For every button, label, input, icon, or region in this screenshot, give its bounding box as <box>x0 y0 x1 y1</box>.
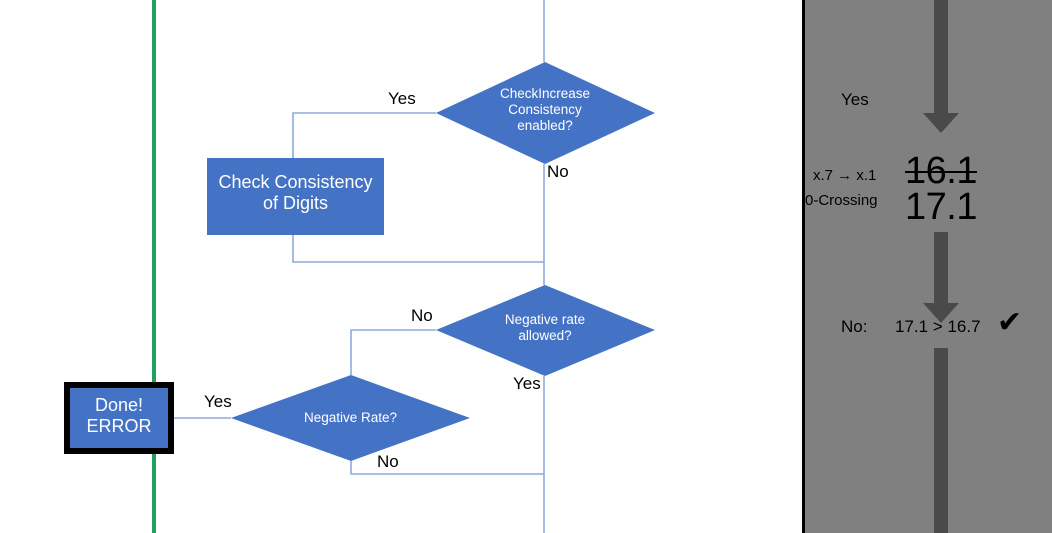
connector-allowed-no <box>350 329 436 375</box>
annotation-panel: Yes x.7 → x.1 0-Crossing 16.1 17.1 No: 1… <box>802 0 1052 533</box>
panel-note-line-1: x.7 → x.1 <box>813 167 877 184</box>
panel-value-superseded: 16.1 <box>905 150 977 192</box>
panel-arrows <box>923 0 959 533</box>
edge-label-allowed-yes: Yes <box>513 374 541 393</box>
node-check-increase-diamond[interactable] <box>436 62 655 164</box>
edge-label-negrate-no: No <box>377 452 399 471</box>
node-negative-rate-diamond[interactable] <box>231 375 470 461</box>
edge-label-checkincrease-no: No <box>547 162 569 181</box>
node-check-consistency-box[interactable] <box>207 158 384 235</box>
connector-checkincrease-yes <box>292 112 436 158</box>
panel-branch-yes-label: Yes <box>841 90 869 109</box>
edge-label-allowed-no: No <box>411 306 433 325</box>
edge-label-checkincrease-yes: Yes <box>388 89 416 108</box>
panel-result-prefix: No: <box>841 317 868 336</box>
arrow-head-top <box>923 113 959 133</box>
panel-value-current: 17.1 <box>905 186 977 228</box>
panel-result-expression: 17.1 > 16.7 <box>895 317 981 336</box>
node-done-error-box[interactable] <box>64 382 174 454</box>
checkmark-icon: ✔ <box>997 306 1023 339</box>
arrow-shaft-middle <box>934 232 948 306</box>
panel-note-line-2: 0-Crossing <box>805 192 878 209</box>
connector-negrate-no <box>350 461 544 475</box>
arrow-head-middle <box>923 303 959 323</box>
edge-label-negrate-yes: Yes <box>204 392 232 411</box>
node-negative-rate-allowed-diamond[interactable] <box>436 285 655 376</box>
arrow-shaft-bottom <box>934 348 948 533</box>
connector-process-to-spine <box>292 235 544 263</box>
flowchart-diagram <box>64 0 655 533</box>
arrow-shaft-top <box>934 0 948 115</box>
